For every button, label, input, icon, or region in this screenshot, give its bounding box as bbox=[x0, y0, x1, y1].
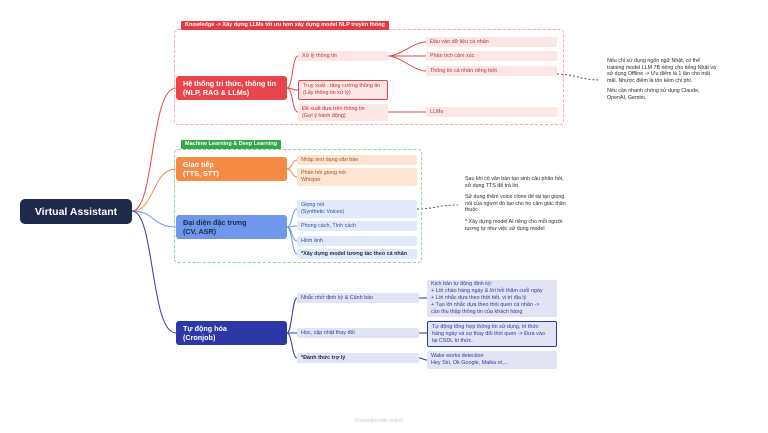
emotion-node[interactable]: Phân tích cảm xúc bbox=[426, 51, 557, 61]
knowledge-branch-line1: Hệ thống tri thức, thông tin bbox=[183, 79, 277, 88]
voice-note: Sau khi có văn bản tạo sinh câu phản hồi… bbox=[465, 176, 605, 232]
text-input-node[interactable]: Nhập text dạng văn bản bbox=[297, 155, 417, 165]
footer-credit: Presented with xmind bbox=[355, 418, 403, 424]
assistant-node[interactable]: *Đánh thức trợ lý bbox=[297, 353, 419, 363]
suggest-line1: Đề xuất dựa trên thông tin bbox=[302, 105, 365, 112]
scenario-line5: cần thu thập thông tin của khách hàng bbox=[431, 309, 523, 315]
root-node[interactable]: Virtual Assistant bbox=[20, 199, 132, 224]
link-root-knowledge bbox=[131, 87, 177, 212]
sync-line1: Tự động tổng hợp thông tin sử dụng, tri … bbox=[432, 323, 539, 330]
ml-group-label: Machine Learning & Deep Learning bbox=[181, 140, 281, 149]
scenario-line4: + Tạo lời nhắc dựa theo thói quen cá nhâ… bbox=[431, 302, 540, 308]
link-root-automation bbox=[131, 210, 177, 334]
voice-note-line2: sử dụng TTS để trả lời. bbox=[465, 182, 520, 189]
sync-line3: lại CSDL tri thức. bbox=[432, 337, 473, 344]
learn-habit-label: Học, cập nhật thay đổi bbox=[301, 329, 355, 336]
reminder-node[interactable]: Nhắc nhở định kỳ & Cảnh báo bbox=[297, 293, 419, 303]
knowledge-branch[interactable]: Hệ thống tri thức, thông tin (NLP, RAG &… bbox=[176, 76, 287, 100]
representative-branch-line1: Đại diện đặc trưng bbox=[183, 218, 247, 227]
reminder-label: Nhắc nhở định kỳ & Cảnh báo bbox=[301, 294, 374, 301]
personal-input-label: Đầu vào dữ liệu cá nhân bbox=[430, 38, 489, 45]
retrieval-node[interactable]: Truy xuất - tăng cường thông tin (Lấy th… bbox=[298, 80, 388, 100]
representative-branch-line2: (CV, ASR) bbox=[183, 227, 217, 236]
wake-node[interactable]: Wake works detection Hey Siri, Ok Google… bbox=[427, 351, 557, 369]
knowledge-branch-line2: (NLP, RAG & LLMs) bbox=[183, 88, 250, 97]
voice-response-node[interactable]: Phản hồi giọng nói Whisper bbox=[297, 168, 417, 186]
sync-node[interactable]: Tự động tổng hợp thông tin sử dụng, tri … bbox=[427, 321, 557, 347]
automation-branch[interactable]: Tự động hóa (Cronjob) bbox=[176, 321, 287, 345]
voice-note-line4: nói của người đó tạo cho họ cảm giác thâ… bbox=[465, 200, 566, 207]
emotion-label: Phân tích cảm xúc bbox=[430, 52, 475, 59]
link-root-representative bbox=[131, 210, 177, 228]
sync-line2: hàng ngày và sự thay đổi thói quen -> Đư… bbox=[432, 330, 545, 337]
knowledge-group-label: Knowledge -> Xây dựng LLMs tốt ưu hơn xâ… bbox=[181, 21, 389, 30]
communication-branch-line1: Giao tiếp bbox=[183, 160, 214, 169]
automation-branch-line2: (Cronjob) bbox=[183, 333, 216, 342]
llm-note-line6: OpenAI, Gemini. bbox=[607, 94, 647, 101]
private-info-node[interactable]: Thông tin cá nhân riêng biệt bbox=[426, 66, 557, 76]
communication-branch-line2: (TTS, STT) bbox=[183, 169, 219, 178]
scenario-line1: Kịch bản tự động định kỳ: bbox=[431, 281, 493, 287]
interaction-model-node[interactable]: *Xây dựng model tương tác theo cá nhân bbox=[297, 249, 417, 259]
voice-note-line6: * Xây dựng model AI riêng cho mỗi người bbox=[465, 218, 563, 225]
wake-line1: Wake works detection bbox=[431, 353, 484, 359]
representative-branch[interactable]: Đại diện đặc trưng (CV, ASR) bbox=[176, 215, 287, 239]
llms-label: LLMs bbox=[430, 108, 444, 115]
llm-note-line5: Nếu cần nhanh chóng sử dụng Claude, bbox=[607, 88, 700, 95]
learn-habit-node[interactable]: Học, cập nhật thay đổi bbox=[297, 328, 419, 338]
assistant-label: *Đánh thức trợ lý bbox=[301, 354, 346, 361]
image-node[interactable]: Hình ảnh bbox=[297, 236, 417, 246]
scenario-node[interactable]: Kịch bản tự động định kỳ: + Lời chào hàn… bbox=[427, 280, 557, 317]
scenario-line3: + Lời nhắc dựa theo thời tiết, vị trí đị… bbox=[431, 295, 527, 301]
suggest-line2: (Gợi ý hành động) bbox=[302, 112, 346, 119]
wake-line2: Hey Siri, Ok Google, Maika ơi,... bbox=[431, 360, 509, 366]
llm-note-line1: Nếu chỉ sử dụng ngôn ngữ Nhật, có thể bbox=[607, 58, 701, 64]
retrieval-line1: Truy xuất - tăng cường thông tin bbox=[303, 83, 381, 89]
voice-node[interactable]: Giọng nói (Synthetic Voices) bbox=[297, 200, 417, 218]
voice-note-line3: Sử dụng thêm voice clone để tái tạo giọn… bbox=[465, 194, 565, 201]
private-info-label: Thông tin cá nhân riêng biệt bbox=[430, 67, 497, 74]
style-label: Phong cách, Tính cách bbox=[301, 222, 357, 229]
llms-node[interactable]: LLMs bbox=[426, 107, 557, 117]
root-label: Virtual Assistant bbox=[34, 205, 118, 218]
interaction-model-label: *Xây dựng model tương tác theo cá nhân bbox=[301, 250, 407, 257]
process-info-label: Xử lý thông tin bbox=[302, 52, 337, 59]
suggest-node[interactable]: Đề xuất dựa trên thông tin (Gợi ý hành đ… bbox=[298, 104, 388, 121]
voice-note-line1: Sau khi có văn bản tạo sinh câu phản hồi… bbox=[465, 176, 564, 182]
ml-group-box bbox=[174, 149, 422, 263]
voice-line1: Giọng nói bbox=[301, 202, 325, 208]
llm-note-line3: sử dụng Offline -> Ưu điểm là 1 lần cho … bbox=[607, 71, 710, 78]
text-input-label: Nhập text dạng văn bản bbox=[301, 156, 359, 163]
voice-note-line5: thuộc bbox=[465, 207, 478, 214]
voice-response-line2: Whisper bbox=[301, 177, 321, 183]
style-node[interactable]: Phong cách, Tính cách bbox=[297, 221, 417, 231]
voice-note-line7: tương tự như việc sử dụng model bbox=[465, 225, 545, 232]
voice-line2: (Synthetic Voices) bbox=[301, 209, 345, 215]
voice-response-line1: Phản hồi giọng nói bbox=[301, 170, 346, 176]
scenario-line2: + Lời chào hàng ngày & lời hỏi thăm cuối… bbox=[431, 288, 543, 294]
personal-input-node[interactable]: Đầu vào dữ liệu cá nhân bbox=[426, 37, 557, 47]
retrieval-line2: (Lấy thông tin xử lý) bbox=[303, 90, 351, 96]
llm-note: Nếu chỉ sử dụng ngôn ngữ Nhật, có thể tr… bbox=[607, 58, 767, 102]
process-info-node[interactable]: Xử lý thông tin bbox=[298, 51, 388, 61]
link-root-communication bbox=[131, 168, 177, 212]
llm-note-line4: mãi. Nhược điểm là tốn kém chi phí. bbox=[607, 77, 693, 84]
llm-note-line2: training model LLM 7B riêng cho tiếng Nh… bbox=[607, 64, 716, 71]
communication-branch[interactable]: Giao tiếp (TTS, STT) bbox=[176, 157, 287, 181]
automation-branch-line1: Tự động hóa bbox=[183, 324, 227, 333]
image-label: Hình ảnh bbox=[301, 237, 323, 244]
